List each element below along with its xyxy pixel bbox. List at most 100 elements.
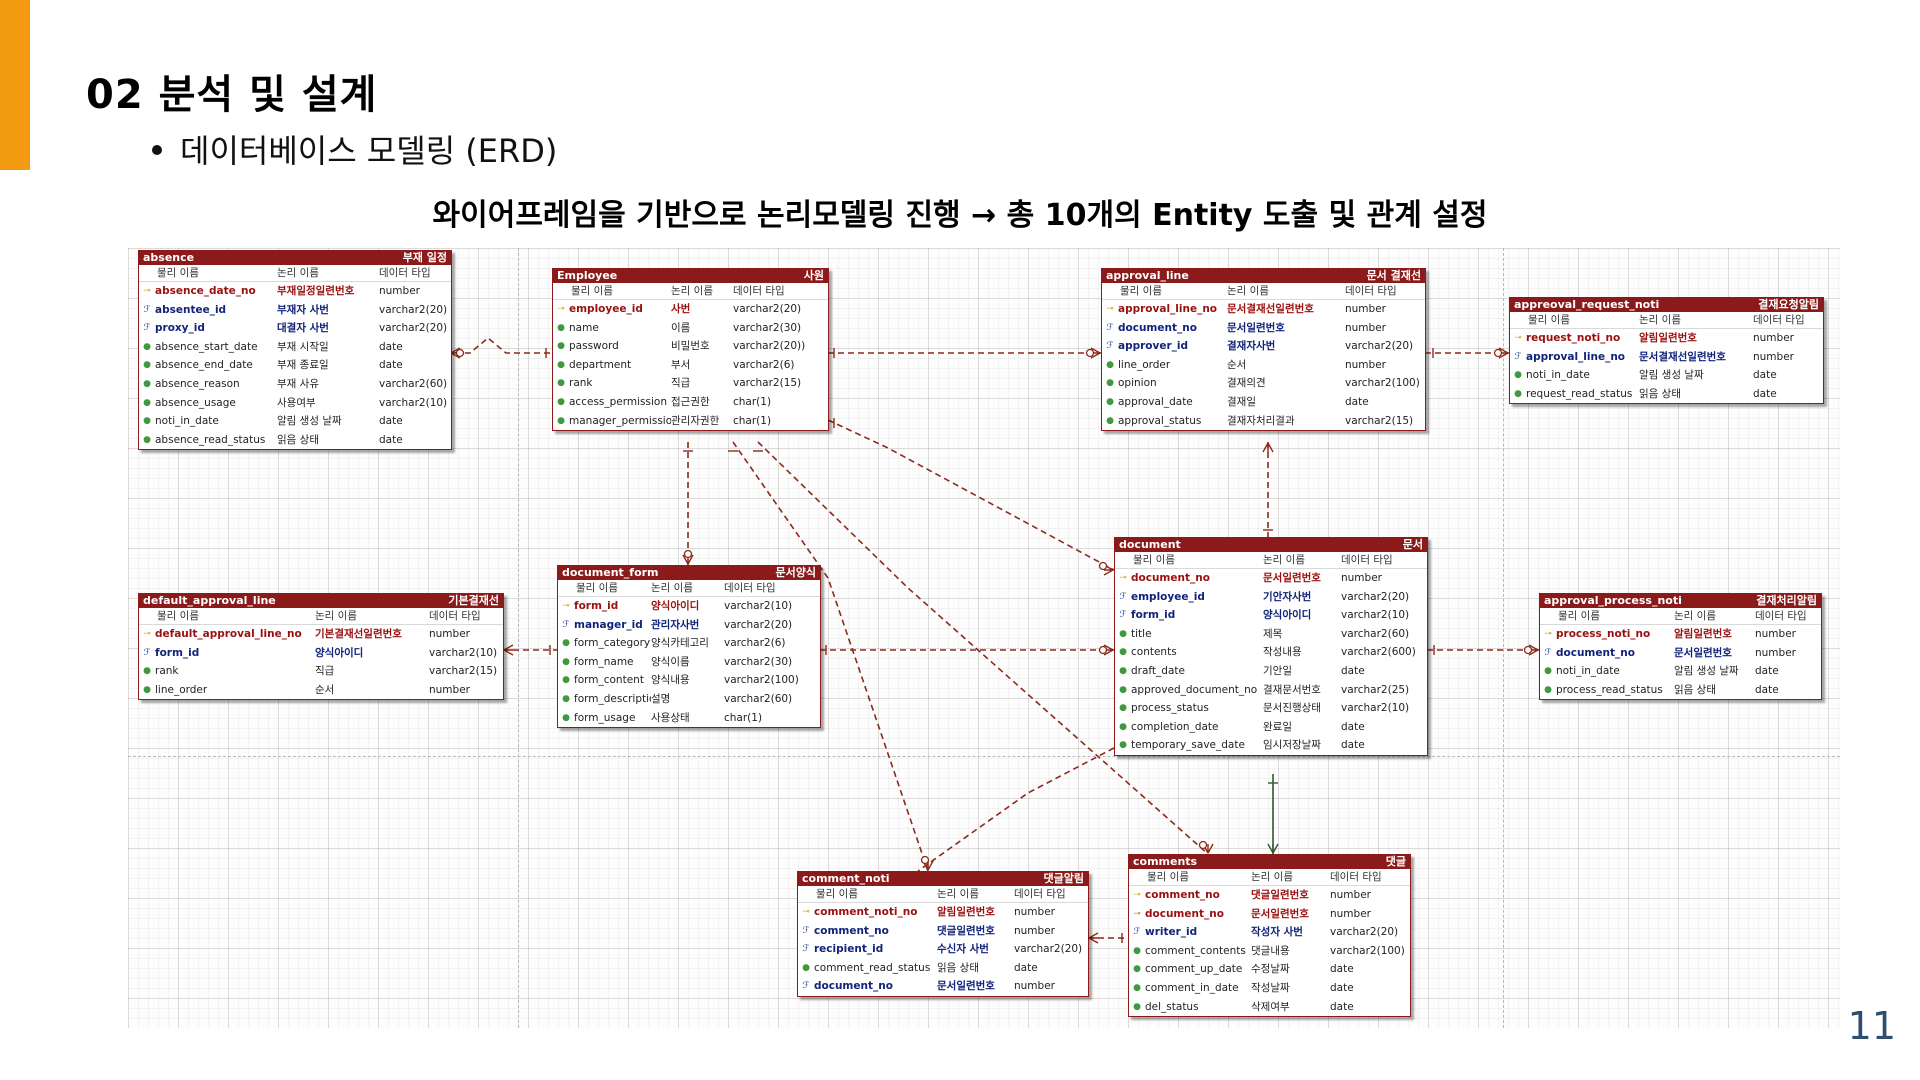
data-type: number — [1753, 350, 1794, 363]
attribute-icon: ● — [1119, 684, 1127, 695]
foreign-key-icon: ℱ — [1119, 610, 1127, 621]
attribute-icon: ● — [1119, 665, 1127, 676]
column-header-logical: 논리 이름 — [1674, 610, 1716, 622]
logical-name: 이름 — [671, 321, 691, 334]
key-icon: ⊸ — [143, 629, 151, 639]
logical-name: 양식아이디 — [315, 646, 364, 659]
data-type: varchar2(20) — [1341, 590, 1410, 603]
physical-name-cell: ●approval_date — [1102, 393, 1227, 412]
physical-name: name — [569, 321, 599, 334]
relationship-line — [451, 336, 550, 354]
physical-name-cell: ●request_read_status — [1510, 385, 1639, 404]
physical-name: request_noti_no — [1526, 332, 1621, 344]
entity-row[interactable]: ●form_description설명varchar2(60) — [558, 690, 820, 709]
physical-name: process_status — [1131, 702, 1209, 715]
data-type: date — [379, 433, 403, 446]
data-type: varchar2(6) — [733, 358, 795, 371]
physical-name-cell: ⊸document_no — [1115, 569, 1263, 588]
attribute-icon: ● — [1544, 684, 1552, 695]
key-icon: ⊸ — [562, 601, 570, 611]
physical-name: completion_date — [1131, 720, 1219, 733]
optional-circle-icon — [920, 855, 930, 865]
physical-name-cell: ●form_description — [558, 690, 651, 709]
